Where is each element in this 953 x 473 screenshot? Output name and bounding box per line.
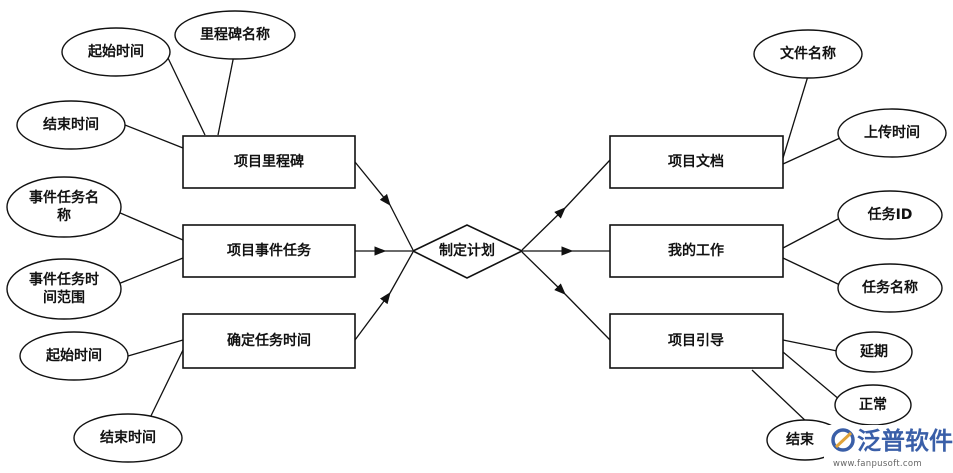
box-event-task: 项目事件任务	[182, 224, 356, 278]
ellipse-task-id: 任务ID	[837, 190, 943, 240]
box-document: 项目文档	[609, 135, 784, 189]
svg-text:项目文档: 项目文档	[668, 153, 724, 170]
ellipse-milestone-start: 起始时间	[61, 27, 171, 77]
watermark-url: www.fanpusoft.com	[833, 459, 922, 469]
attribute-connectors	[117, 49, 843, 426]
svg-text:结束: 结束	[786, 431, 815, 448]
arrows-in	[354, 161, 414, 341]
svg-text:里程碑名称: 里程碑名称	[200, 26, 270, 43]
svg-text:任务ID: 任务ID	[867, 206, 913, 223]
ellipse-milestone-end: 结束时间	[16, 100, 126, 150]
svg-text:制定计划: 制定计划	[439, 242, 495, 259]
svg-text:项目事件任务: 项目事件任务	[227, 242, 312, 259]
svg-text:确定任务时间: 确定任务时间	[227, 332, 311, 349]
svg-text:项目里程碑: 项目里程碑	[234, 153, 304, 170]
arrows-out	[521, 159, 611, 341]
center-diamond: 制定计划	[411, 224, 524, 279]
box-milestone: 项目里程碑	[182, 135, 356, 189]
ellipse-event-range: 事件任务时 间范围	[6, 258, 122, 320]
svg-text:间范围: 间范围	[43, 289, 85, 306]
svg-text:事件任务名: 事件任务名	[29, 189, 99, 206]
svg-text:文件名称: 文件名称	[780, 45, 836, 62]
ellipse-event-name: 事件任务名 称	[6, 176, 122, 238]
svg-text:我的工作: 我的工作	[668, 242, 724, 259]
svg-text:正常: 正常	[859, 396, 887, 413]
ellipse-milestone-name: 里程碑名称	[174, 10, 296, 60]
svg-text:称: 称	[57, 207, 71, 224]
svg-text:事件任务时: 事件任务时	[29, 271, 99, 288]
svg-text:结束时间: 结束时间	[43, 116, 99, 133]
ellipse-task-name: 任务名称	[837, 263, 943, 313]
box-guide: 项目引导	[609, 313, 784, 369]
svg-text:上传时间: 上传时间	[864, 124, 920, 141]
ellipse-guide-delay: 延期	[835, 331, 913, 373]
box-my-work: 我的工作	[609, 224, 784, 278]
ellipse-doc-upload: 上传时间	[837, 108, 947, 158]
svg-text:延期: 延期	[859, 343, 888, 360]
brand-logo-icon	[831, 428, 855, 452]
ellipse-doc-name: 文件名称	[753, 29, 863, 79]
watermark-brand: 泛普软件	[857, 427, 953, 455]
svg-text:起始时间: 起始时间	[87, 43, 144, 60]
svg-text:起始时间: 起始时间	[45, 347, 102, 364]
ellipse-guide-normal: 正常	[834, 384, 912, 426]
ellipse-confirm-end: 结束时间	[73, 413, 183, 463]
svg-text:结束时间: 结束时间	[100, 429, 156, 446]
svg-text:项目引导: 项目引导	[668, 333, 724, 349]
box-confirm-time: 确定任务时间	[182, 313, 356, 369]
svg-text:任务名称: 任务名称	[861, 279, 918, 296]
ellipse-confirm-start: 起始时间	[19, 331, 129, 381]
watermark: 泛普软件 www.fanpusoft.com	[824, 425, 953, 469]
